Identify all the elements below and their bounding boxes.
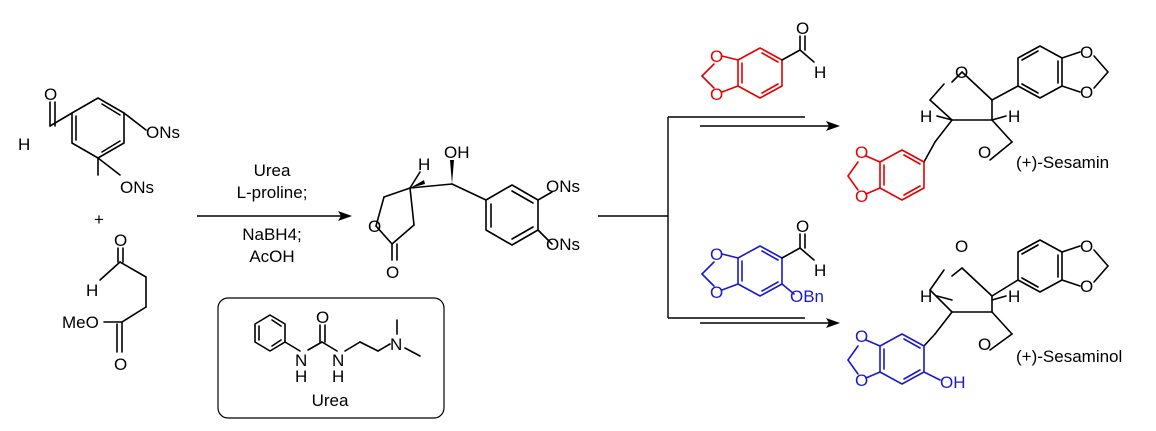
- hydroxyl-label: OH: [444, 143, 470, 162]
- meo-label: MeO: [62, 313, 99, 332]
- sesamin-red-o2: O: [855, 187, 868, 206]
- sesaminol-oh: OH: [940, 373, 966, 392]
- piperonal-o1: O: [710, 47, 723, 66]
- sesamin-h-left: H: [920, 107, 932, 126]
- urea-nh2: H: [332, 367, 344, 386]
- piperonal-ald-o: O: [796, 19, 809, 38]
- condition-acoh: AcOH: [249, 247, 294, 266]
- sesamin-core-o1: O: [955, 63, 968, 82]
- ons-label-4: ONs: [546, 235, 580, 254]
- urea-nh1: H: [295, 367, 307, 386]
- sesamin-core-o2: O: [978, 143, 991, 162]
- sesaminol-product: O O H H O O O O OH: [847, 237, 1122, 392]
- oxo-o: O: [114, 231, 127, 250]
- obn-reagent-ald-h: H: [814, 261, 826, 280]
- ons-label-1: ONs: [146, 123, 180, 142]
- lactone-ring-o: O: [368, 217, 381, 236]
- stereo-h: H: [418, 155, 430, 174]
- ons-label-2: ONs: [120, 178, 154, 197]
- product-name-sesaminol: (+)-Sesaminol: [1016, 347, 1122, 366]
- oxo-h: H: [86, 281, 98, 300]
- sesamin-red-o1: O: [855, 143, 868, 162]
- obn-piperonal-reagent: O O O H OBn: [701, 217, 826, 306]
- aldehyde-h: H: [18, 135, 30, 154]
- sesamin-product: O O H H O O O O (+)-Ses: [847, 43, 1109, 206]
- methyl-oxobutanoate: O H O MeO: [62, 231, 147, 374]
- sesamin-ur-o2: O: [1080, 83, 1093, 102]
- obn-reagent-ald-o: O: [796, 217, 809, 236]
- urea-catalyst-structure: N H O N H N Urea: [254, 308, 421, 410]
- urea-n2: N: [332, 351, 344, 370]
- sesaminol-h-right: H: [1008, 287, 1020, 306]
- ester-o: O: [114, 355, 127, 374]
- sesaminol-core-o1: O: [955, 237, 968, 256]
- urea-o: O: [316, 308, 329, 327]
- sesamin-h-right: H: [1008, 107, 1020, 126]
- sesaminol-ur-o2: O: [1080, 277, 1093, 296]
- condition-proline: L-proline;: [237, 183, 308, 202]
- sesamin-ur-o1: O: [1080, 43, 1093, 62]
- obn-reagent-o2: O: [710, 283, 723, 302]
- lactone-intermediate: O O H OH ONs ONs: [368, 143, 580, 282]
- condition-nabh4: NaBH4;: [242, 225, 302, 244]
- urea-n1: N: [295, 351, 307, 370]
- obn-reagent-o1: O: [710, 245, 723, 264]
- sesaminol-ur-o1: O: [1080, 237, 1093, 256]
- arrowhead-top: [826, 121, 840, 131]
- ons-label-3: ONs: [546, 177, 580, 196]
- urea-n3: N: [390, 335, 402, 354]
- lactone-carbonyl-o: O: [386, 263, 399, 282]
- arrowhead-bottom: [826, 318, 840, 328]
- sesaminol-blue-o2: O: [855, 371, 868, 390]
- reaction-arrowhead: [338, 211, 352, 221]
- obn-label: OBn: [790, 287, 824, 306]
- product-name-sesamin: (+)-Sesamin: [1016, 153, 1109, 172]
- piperonal-o2: O: [710, 85, 723, 104]
- catalyst-box: [217, 297, 445, 419]
- sesaminol-h-left: H: [920, 287, 932, 306]
- plus-sign: +: [94, 210, 104, 229]
- piperonal-ald-h: H: [814, 63, 826, 82]
- urea-box-label: Urea: [312, 391, 349, 410]
- sesaminol-blue-o1: O: [855, 327, 868, 346]
- sesaminol-core-o2: O: [978, 335, 991, 354]
- aldehyde-o: O: [44, 85, 57, 104]
- piperonal-reagent: O O O H: [701, 19, 826, 104]
- condition-urea: Urea: [254, 161, 291, 180]
- bis-ons-benzaldehyde: O H ONs ONs: [18, 85, 180, 197]
